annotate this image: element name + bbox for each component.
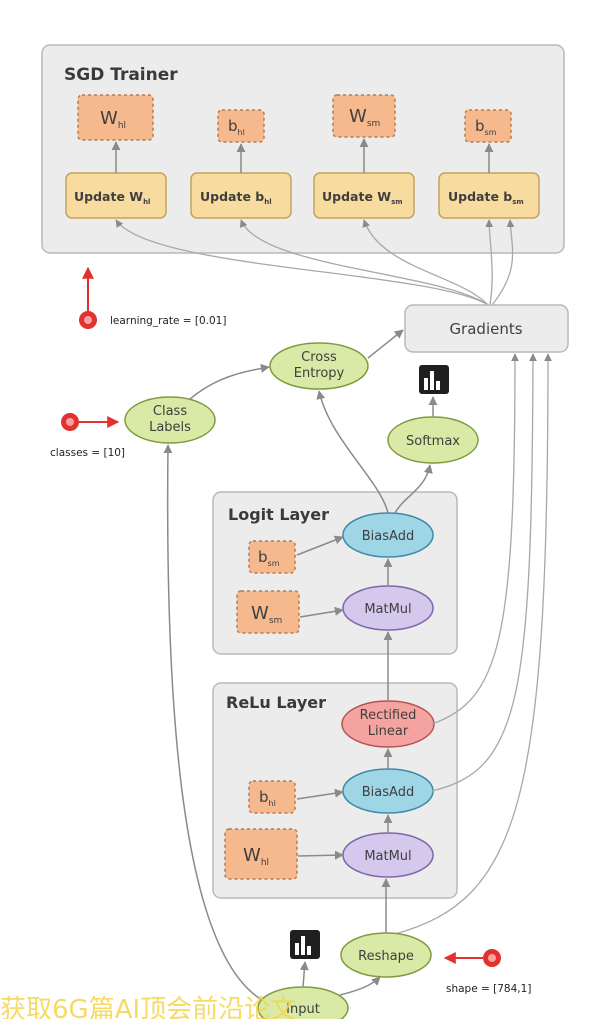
- svg-text:Gradients: Gradients: [449, 320, 522, 338]
- reshape-node[interactable]: Reshape: [340, 932, 432, 978]
- sgd-trainer-title: SGD Trainer: [64, 65, 178, 85]
- update-param-edges: [111, 138, 494, 173]
- shape-label: shape = [784,1]: [446, 983, 531, 995]
- svg-text:BiasAdd: BiasAdd: [362, 785, 414, 800]
- relu-param-w-hl[interactable]: Whl: [224, 828, 298, 880]
- svg-text:Update bsm: Update bsm: [448, 189, 524, 206]
- svg-text:Update Whl: Update Whl: [74, 189, 150, 206]
- param-b-hl-top[interactable]: bhl: [217, 109, 265, 143]
- input-edges: [163, 444, 381, 1001]
- update-w-sm[interactable]: Update Wsm: [313, 172, 415, 219]
- param-w-hl-top[interactable]: Whl: [77, 94, 154, 141]
- svg-text:bsm: bsm: [258, 548, 280, 568]
- relu-edges: [296, 631, 393, 860]
- svg-text:Softmax: Softmax: [406, 434, 460, 449]
- cross-entropy-node[interactable]: Cross Entropy: [269, 342, 369, 390]
- cross-entropy-to-gradients: [367, 329, 404, 359]
- relu-layer-title: ReLu Layer: [226, 693, 326, 712]
- svg-text:Update Wsm: Update Wsm: [322, 189, 403, 206]
- update-b-hl[interactable]: Update bhl: [190, 172, 292, 219]
- svg-text:bsm: bsm: [475, 117, 497, 137]
- softmax-node[interactable]: Softmax: [387, 416, 479, 464]
- input-node[interactable]: Input: [257, 986, 349, 1019]
- svg-text:Entropy: Entropy: [294, 366, 345, 381]
- svg-text:Labels: Labels: [149, 420, 191, 435]
- svg-text:Input: Input: [286, 1002, 320, 1017]
- relu-param-b-hl[interactable]: bhl: [248, 780, 296, 814]
- summary-chart-icon[interactable]: [419, 365, 449, 394]
- svg-text:MatMul: MatMul: [364, 602, 411, 617]
- logit-matmul-node[interactable]: MatMul: [342, 585, 434, 631]
- svg-text:bhl: bhl: [259, 788, 276, 808]
- logit-biasadd-node[interactable]: BiasAdd: [342, 512, 434, 558]
- svg-text:BiasAdd: BiasAdd: [362, 529, 414, 544]
- shape-input[interactable]: shape = [784,1]: [443, 949, 531, 995]
- classes-label: classes = [10]: [50, 447, 125, 459]
- svg-text:Whl: Whl: [243, 845, 269, 868]
- svg-text:Class: Class: [153, 404, 187, 419]
- param-b-sm-top[interactable]: bsm: [464, 109, 512, 143]
- watermark-text: 获取6G篇AI顶会前沿论文: [0, 995, 296, 1019]
- sgd-trainer-panel[interactable]: SGD Trainer: [41, 44, 565, 254]
- logit-edges: [296, 390, 433, 618]
- svg-text:Wsm: Wsm: [349, 106, 380, 129]
- logit-param-b-sm[interactable]: bsm: [248, 540, 296, 574]
- svg-text:Cross: Cross: [301, 350, 337, 365]
- logit-param-w-sm[interactable]: Wsm: [236, 590, 300, 634]
- relu-biasadd-node[interactable]: BiasAdd: [342, 768, 434, 814]
- svg-text:Rectified: Rectified: [360, 708, 417, 723]
- gradient-update-edges: [115, 219, 515, 306]
- logit-layer-title: Logit Layer: [228, 505, 329, 524]
- svg-text:Reshape: Reshape: [358, 949, 414, 964]
- svg-text:Wsm: Wsm: [251, 603, 282, 626]
- svg-text:bhl: bhl: [228, 117, 245, 137]
- rectified-linear-node[interactable]: Rectified Linear: [341, 700, 435, 748]
- gradient-input-edges: [394, 353, 552, 935]
- input-summary-chart-icon[interactable]: [290, 930, 320, 959]
- svg-text:Linear: Linear: [368, 724, 409, 739]
- gradients-node[interactable]: Gradients: [404, 304, 569, 353]
- update-w-hl[interactable]: Update Whl: [65, 172, 167, 219]
- learning-rate-label: learning_rate = [0.01]: [110, 315, 226, 327]
- svg-text:Update bhl: Update bhl: [200, 189, 272, 206]
- class-labels-node[interactable]: Class Labels: [124, 396, 216, 444]
- classes-input[interactable]: classes = [10]: [50, 413, 125, 459]
- param-w-sm-top[interactable]: Wsm: [332, 94, 396, 138]
- svg-text:Whl: Whl: [100, 108, 126, 131]
- relu-matmul-node[interactable]: MatMul: [342, 832, 434, 878]
- svg-text:MatMul: MatMul: [364, 849, 411, 864]
- labels-to-cross-entropy: [189, 363, 270, 400]
- learning-rate-input[interactable]: learning_rate = [0.01]: [79, 266, 226, 329]
- update-b-sm[interactable]: Update bsm: [438, 172, 540, 219]
